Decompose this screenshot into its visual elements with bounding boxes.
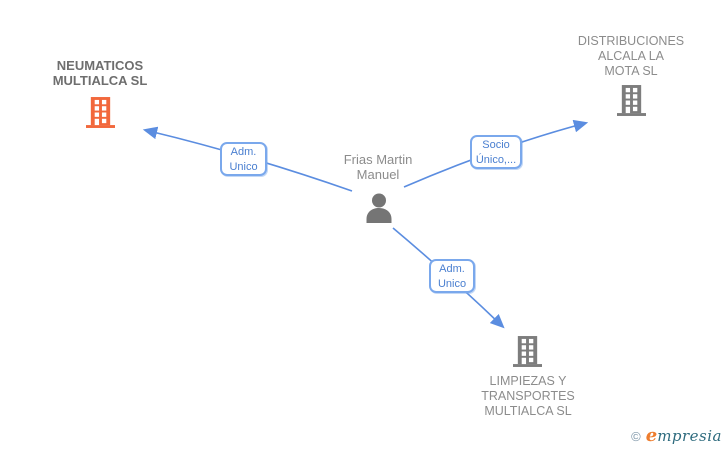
building-icon[interactable] xyxy=(86,96,115,129)
empresia-watermark: © empresia xyxy=(631,425,722,446)
company-node-distribuciones-label[interactable]: DISTRIBUCIONES ALCALA LA MOTA SL xyxy=(577,34,685,78)
relation-badge-adm-unico-neumaticos[interactable]: Adm. Unico xyxy=(220,142,267,176)
relation-badge-socio-unico-distribuciones[interactable]: Socio Único,... xyxy=(470,135,522,169)
company-node-neumaticos-label[interactable]: NEUMATICOS MULTIALCA SL xyxy=(52,58,148,88)
building-icon[interactable] xyxy=(513,335,542,368)
person-icon[interactable] xyxy=(364,193,394,223)
brand-logo-text: empresia xyxy=(646,425,722,446)
person-node-label[interactable]: Frias Martin Manuel xyxy=(343,152,413,182)
building-icon[interactable] xyxy=(617,84,646,117)
company-node-limpiezas-label[interactable]: LIMPIEZAS Y TRANSPORTES MULTIALCA SL xyxy=(481,374,575,418)
brand-rest: mpresia xyxy=(657,427,722,445)
brand-initial: e xyxy=(645,425,658,446)
copyright-icon: © xyxy=(631,429,641,444)
relation-badge-adm-unico-limpiezas[interactable]: Adm. Unico xyxy=(429,259,475,293)
